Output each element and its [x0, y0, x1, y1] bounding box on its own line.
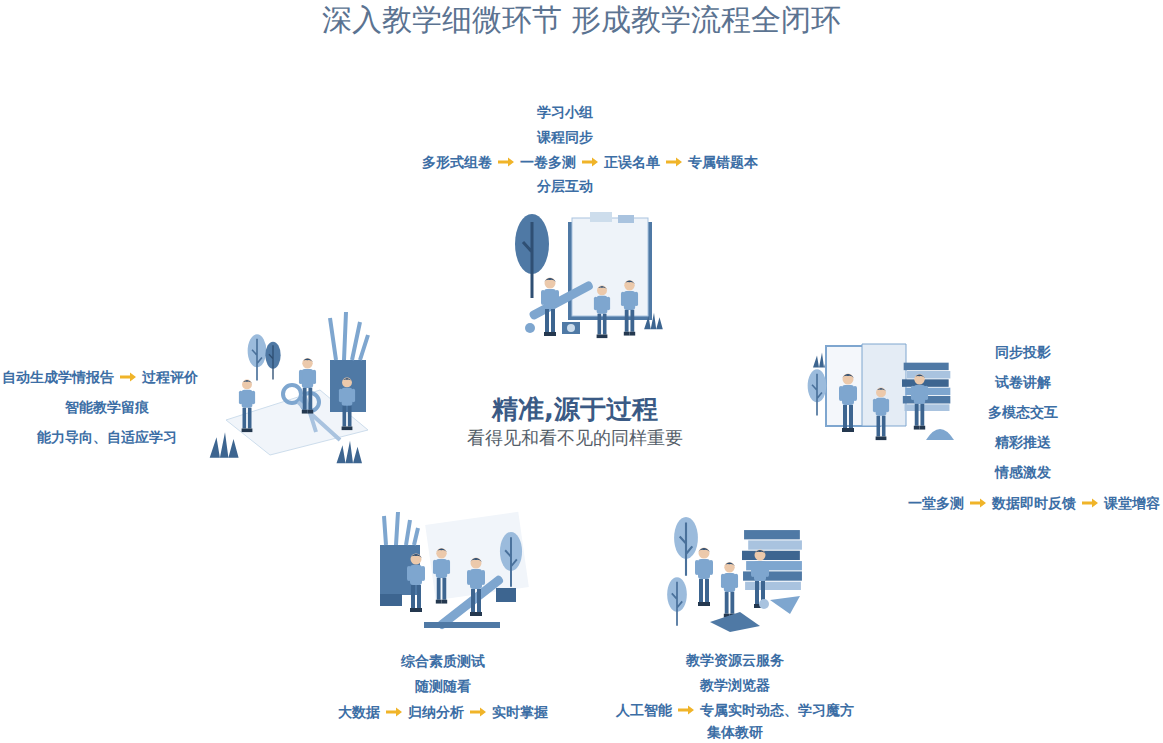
feature-label: 教学浏览器: [700, 676, 770, 694]
label-row: 人工智能 专属实时动态、学习魔方: [616, 700, 854, 720]
flow-arrow: [497, 157, 515, 167]
feature-label: 智能教学留痕: [65, 398, 149, 416]
feature-label: 试卷讲解: [995, 373, 1051, 391]
feature-label: 多模态交互: [988, 403, 1058, 421]
feature-label: 情感激发: [995, 463, 1051, 481]
flow-arrow: [119, 372, 137, 382]
label-row: 分层互动: [537, 176, 593, 196]
feature-label: 过程评价: [142, 368, 198, 386]
feature-label: 归纳分析: [408, 703, 464, 721]
label-row: 一堂多测 数据即时反馈 课堂增容: [908, 493, 1160, 513]
center-subtitle: 看得见和看不见的同样重要: [467, 425, 683, 451]
feature-label: 精彩推送: [995, 433, 1051, 451]
feature-label: 同步投影: [995, 343, 1051, 361]
feature-label: 学习小组: [537, 103, 593, 121]
flow-arrow: [581, 157, 599, 167]
label-row: 能力导向、自适应学习: [37, 427, 177, 447]
feature-label: 一堂多测: [908, 494, 964, 512]
feature-label: 人工智能: [616, 701, 672, 719]
label-row: 试卷讲解: [995, 372, 1051, 392]
feature-label: 课程同步: [537, 128, 593, 146]
feature-label: 专属错题本: [688, 153, 758, 171]
flow-arrow: [969, 498, 987, 508]
label-row: 综合素质测试: [401, 651, 485, 671]
feature-label: 教学资源云服务: [686, 651, 784, 669]
label-row: 精彩推送: [995, 432, 1051, 452]
label-row: 课程同步: [537, 127, 593, 147]
label-row: 自动生成学情报告 过程评价: [2, 367, 198, 387]
label-row: 教学浏览器: [700, 675, 770, 695]
label-row: 随测随看: [415, 676, 471, 696]
feature-label: 课堂增容: [1104, 494, 1160, 512]
label-row: 集体教研: [707, 722, 763, 742]
feature-label: 专属实时动态、学习魔方: [700, 701, 854, 719]
flow-arrow: [469, 707, 487, 717]
feature-label: 数据即时反馈: [992, 494, 1076, 512]
feature-label: 多形式组卷: [422, 153, 492, 171]
feature-label: 能力导向、自适应学习: [37, 428, 177, 446]
label-row: 教学资源云服务: [686, 650, 784, 670]
page-title: 深入教学细微环节 形成教学流程全闭环: [0, 2, 1163, 38]
feature-label: 实时掌握: [492, 703, 548, 721]
flow-arrow: [1081, 498, 1099, 508]
label-row: 学习小组: [537, 102, 593, 122]
label-row: 同步投影: [995, 342, 1051, 362]
feature-label: 分层互动: [537, 177, 593, 195]
flow-arrow: [677, 705, 695, 715]
feature-label: 随测随看: [415, 677, 471, 695]
flow-arrow: [385, 707, 403, 717]
feature-label: 正误名单: [604, 153, 660, 171]
feature-label: 一卷多测: [520, 153, 576, 171]
label-row: 多形式组卷 一卷多测 正误名单 专属错题本: [422, 152, 758, 172]
feature-label: 大数据: [338, 703, 380, 721]
center-ellipse: 精准,源于过程看得见和看不见的同样重要: [230, 247, 920, 617]
label-row: 大数据 归纳分析 实时掌握: [338, 702, 548, 722]
flow-arrow: [665, 157, 683, 167]
feature-label: 自动生成学情报告: [2, 368, 114, 386]
label-row: 情感激发: [995, 462, 1051, 482]
center-heading: 精准,源于过程: [492, 393, 658, 425]
feature-label: 集体教研: [707, 723, 763, 741]
label-row: 多模态交互: [988, 402, 1058, 422]
label-row: 智能教学留痕: [65, 397, 149, 417]
feature-label: 综合素质测试: [401, 652, 485, 670]
